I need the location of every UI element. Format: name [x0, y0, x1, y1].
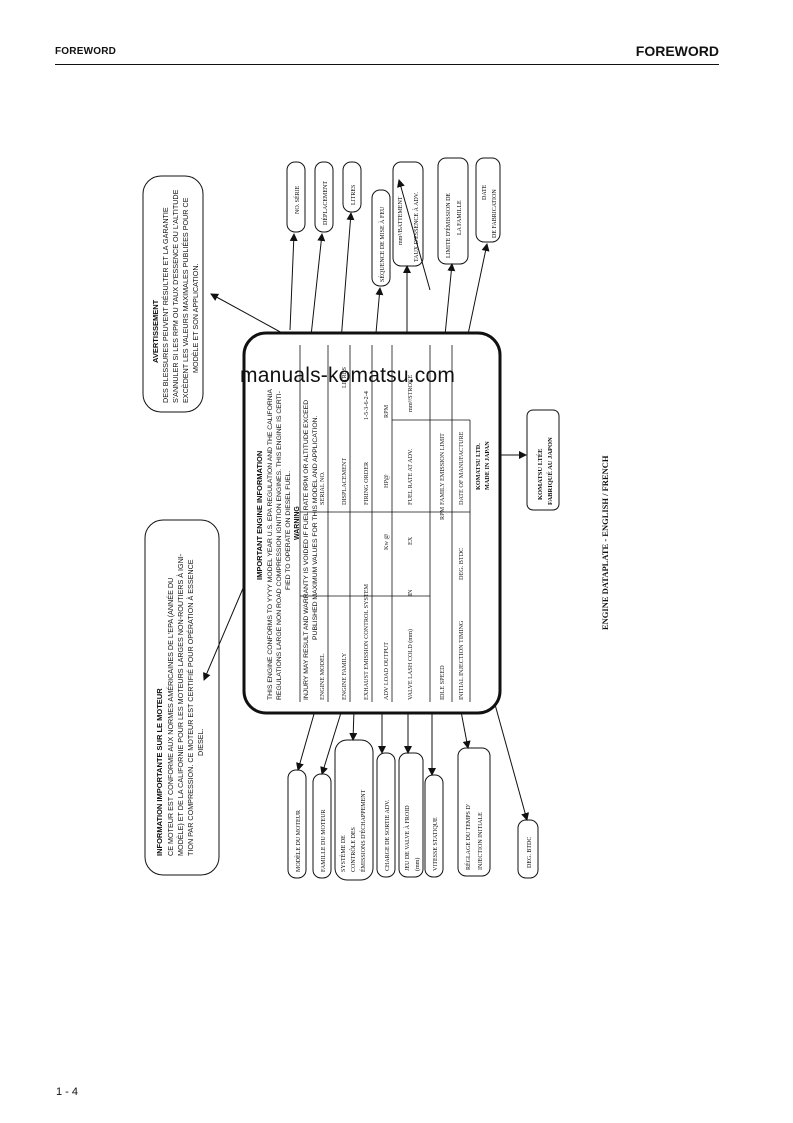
- callout-exhaust: ÉMISSIONS D'ÉCHAPPEMENT: [359, 789, 367, 872]
- callout-engine-family: FAMILLE DU MOTEUR: [321, 809, 327, 872]
- label-firing-order: FIRING ORDER: [363, 461, 370, 505]
- dataplate-fields: ENGINE MODEL SERIAL NO. ENGINE FAMILY DI…: [319, 366, 491, 700]
- callout-deg-btdc: DEG. BTDC: [527, 837, 533, 868]
- callout-per-stroke: mm³/BATTEMENT: [398, 196, 404, 245]
- callout-idle-speed: VITESSE STATIQUE: [433, 817, 439, 871]
- callouts-top: NO. SÉRIE DÉPLACEMENT LITRES SÉQUENCE DE…: [286, 157, 501, 287]
- fr-warning-line: DES BLESSURES PEUVENT RÉSULTER ET LA GAR…: [161, 207, 170, 403]
- fr-warning-line: EXCÈDENT LES VALEURS MAXIMALES PUBLIÉES …: [181, 197, 190, 403]
- label-engine-model: ENGINE MODEL: [319, 653, 326, 700]
- fr-info-title: INFORMATION IMPORTANTE SUR LE MOTEUR: [155, 688, 164, 856]
- label-kw: Kw @: [383, 534, 390, 550]
- fr-info-line: DIESEL.: [196, 728, 205, 756]
- callout-load-output: CHARGE DE SORTIE ADV.: [385, 799, 391, 871]
- callout-date: DE FABRICATION: [492, 189, 498, 238]
- label-displacement: DISPLACEMENT: [341, 458, 348, 505]
- callouts-bottom: MODÈLE DU MOTEUR FAMILLE DU MOTEUR SYSTÈ…: [287, 739, 539, 881]
- label-initial-injection: INITIAL INJECTION TIMING: [458, 620, 465, 700]
- header-right-title: FOREWORD: [635, 43, 719, 59]
- header-rule: [55, 64, 719, 65]
- callout-valve-lash: (mm): [414, 858, 421, 871]
- fr-info-text: INFORMATION IMPORTANTE SUR LE MOTEUR CE …: [155, 553, 205, 856]
- warning-title: WARNING: [294, 506, 301, 540]
- warning-line: PUBLISHED MAXIMUM VALUES FOR THIS MODEL …: [312, 415, 319, 640]
- fr-warning-box: [142, 175, 204, 413]
- callout-litres: LITRES: [351, 185, 357, 205]
- fr-info-line: CE MOTEUR EST CONFORME AUX NORMES AMÉRIC…: [166, 578, 175, 856]
- callout-displacement: DÉPLACEMENT: [321, 181, 329, 225]
- label-date-of-manufacture: DATE OF MANUFACTURE: [458, 431, 465, 505]
- callout-firing-sequence: SÉQUENCE DE MISE À FEU: [378, 206, 386, 282]
- fr-maker-box: [526, 409, 560, 511]
- dataplate-header-text: IMPORTANT ENGINE INFORMATION THIS ENGINE…: [255, 388, 319, 700]
- fr-warning-line: S'ANNULER SI LES RPM OU TAUX D'ESSENCE O…: [171, 189, 180, 403]
- callout-injection-timing: RÉGLAGE DU TEMPS D': [464, 804, 472, 870]
- warning-line: INJURY MAY RESULT AND WARRANTY IS VOIDED…: [303, 400, 310, 700]
- label-serial-no: SERIAL NO.: [319, 471, 326, 505]
- fr-maker-line: KOMATSU LTÉE: [536, 449, 544, 500]
- fr-info-line: TION PAR COMPRESSION. CE MOTEUR EST CERT…: [186, 559, 195, 856]
- callout-exhaust: CONTRÔLE DES: [349, 827, 357, 872]
- header-left-title: FOREWORD: [55, 46, 117, 57]
- label-made-in: MADE IN JAPAN: [484, 441, 491, 490]
- label-family-emission-limit: FAMILY EMISSION LIMIT: [439, 433, 446, 505]
- label-rpm: RPM: [383, 404, 390, 418]
- callout-fuel-rate: TAUX D'ESSENCE À ADV.: [412, 192, 420, 262]
- label-in: IN: [407, 589, 414, 596]
- callout-family-emission: LA FAMILLE: [457, 200, 463, 235]
- label-deg-btdc: DEG. BTDC: [458, 548, 465, 580]
- label-per-stroke: mm³/STROKE: [407, 375, 414, 412]
- conformity-line: REGULATIONS LARGE NON ROAD COMPRESSION I…: [276, 391, 283, 700]
- dataplate-grid: [299, 345, 471, 702]
- fr-info-box: [144, 519, 220, 876]
- fr-warning-title: AVERTISSEMENT: [151, 299, 160, 363]
- callout-valve-lash: JEU DE VALVE À FROID: [403, 805, 411, 871]
- label-maker: KOMATSU LTD.: [475, 443, 482, 490]
- label-engine-family: ENGINE FAMILY: [341, 652, 348, 700]
- conformity-line: FIED TO OPERATE ON DIESEL FUEL.: [285, 470, 292, 590]
- fr-warning-text: AVERTISSEMENT DES BLESSURES PEUVENT RÉSU…: [151, 189, 200, 403]
- label-rpm-idle: RPM: [439, 506, 446, 520]
- label-adv-load-output: ADV LOAD OUTPUT: [383, 642, 390, 700]
- watermark: manuals-komatsu.com: [240, 364, 456, 387]
- callout-exhaust: SYSTÈME DE: [339, 835, 347, 872]
- dataplate-title: IMPORTANT ENGINE INFORMATION: [255, 451, 264, 580]
- fr-maker-line: FABRIQUÉ AU JAPON: [546, 437, 554, 505]
- diagram-caption: ENGINE DATAPLATE - ENGLISH / FRENCH: [600, 455, 610, 630]
- callout-serial-no: NO. SÉRIE: [293, 185, 301, 214]
- label-idle-speed: IDLE SPEED: [439, 665, 446, 700]
- label-ex: EX: [407, 536, 414, 545]
- fr-info-line: MODÈLE) ET DE LA CALIFORNIE POUR LES MOT…: [176, 553, 185, 856]
- fr-warning-line: MODÈLE ET SON APPLICATION.: [191, 263, 200, 373]
- callout-injection-timing: INJECTION INITIALE: [478, 812, 484, 870]
- value-firing-order: 1-5-3-6-2-4: [363, 391, 370, 420]
- label-valve-lash: VALVE LASH COLD (mm): [407, 629, 414, 700]
- callout-family-emission: LIMITE D'ÉMISSION DE: [444, 193, 452, 258]
- label-litres: LITRES: [341, 366, 348, 388]
- label-fuel-rate: FUEL RATE AT ADV.: [407, 448, 414, 505]
- callout-date: DATE: [482, 184, 488, 200]
- label-exhaust-emission: EXHAUST EMISSION CONTROL SYSTEM: [363, 583, 370, 700]
- callout-engine-model: MODÈLE DU MOTEUR: [294, 810, 302, 872]
- page-number: 1 - 4: [56, 1086, 79, 1098]
- conformity-line: THIS ENGINE CONFORMS TO YYYY MODEL YEAR …: [267, 388, 274, 700]
- label-hp: HP@: [383, 474, 390, 488]
